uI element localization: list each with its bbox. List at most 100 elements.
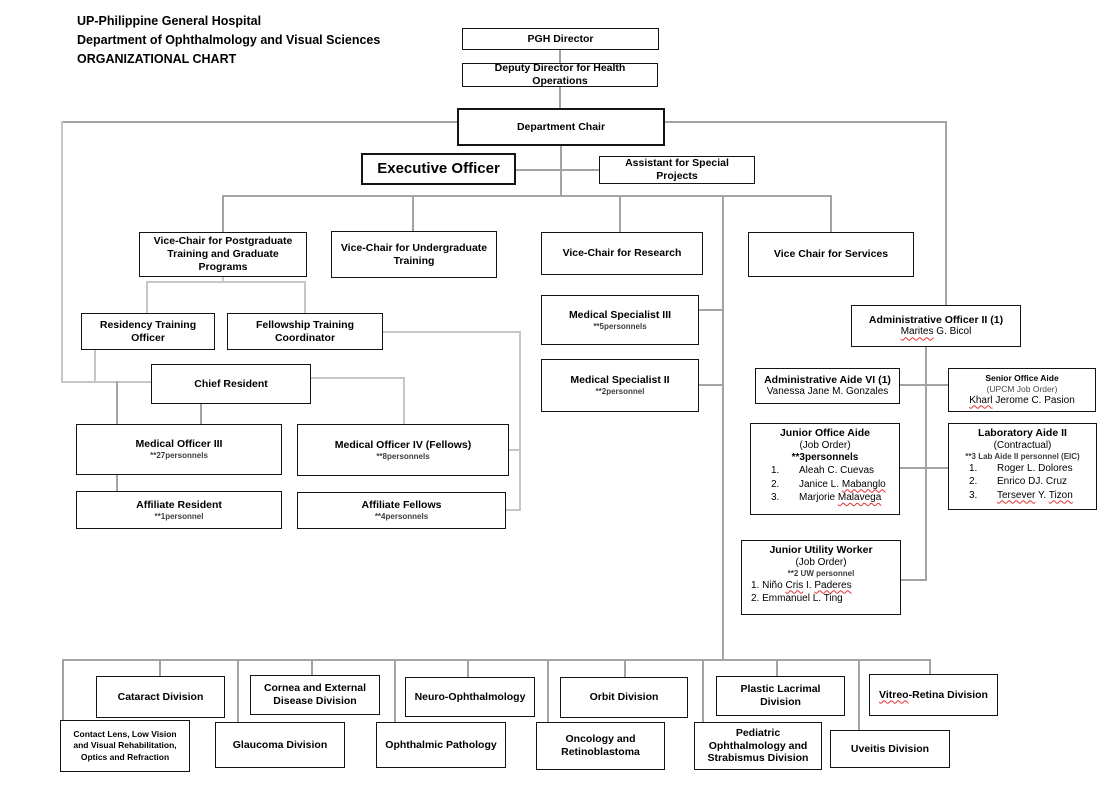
box-text-line: Cataract Division bbox=[117, 690, 204, 703]
box-text-line: Vanessa Jane M. Gonzales bbox=[766, 386, 889, 398]
box-text-line: Administrative Aide VI (1) bbox=[764, 373, 891, 386]
box-vc-undergrad: Vice-Chair for Undergraduate Training bbox=[331, 231, 497, 278]
connector-line bbox=[237, 659, 239, 723]
box-text-line: (UPCM Job Order) bbox=[986, 384, 1058, 395]
connector-line bbox=[61, 381, 152, 383]
box-text-line: Affiliate Fellows bbox=[361, 499, 442, 512]
connector-line bbox=[222, 277, 224, 283]
connector-line bbox=[403, 377, 405, 424]
box-uveitis-division: Uveitis Division bbox=[830, 730, 950, 768]
box-text-line: (Job Order) bbox=[795, 556, 847, 568]
box-text-line: **2personnel bbox=[595, 387, 645, 397]
connector-line bbox=[776, 659, 778, 677]
box-text-line: Assistant for Special Projects bbox=[625, 157, 729, 182]
box-text-line: 2. Emmanuel L. Ting bbox=[751, 593, 843, 605]
box-text-line: Senior Office Aide bbox=[985, 373, 1059, 384]
connector-line bbox=[900, 467, 948, 469]
box-text-line: **8personnels bbox=[376, 451, 430, 461]
connector-line bbox=[830, 195, 832, 232]
box-text-line: **2 UW personnel bbox=[787, 568, 855, 578]
box-text-line: **4personnels bbox=[374, 512, 429, 522]
chart-title: UP-Philippine General Hospital Departmen… bbox=[77, 12, 380, 68]
connector-line bbox=[222, 195, 224, 232]
box-text-line: Medical Specialist II bbox=[570, 374, 670, 387]
box-department-chair: Department Chair bbox=[457, 108, 665, 146]
box-text-line: **1personnel bbox=[154, 511, 204, 521]
box-residency-training-officer: Residency Training Officer bbox=[81, 313, 215, 350]
box-medical-specialist-iii: Medical Specialist III**5personnels bbox=[541, 295, 699, 345]
box-text-line: Cornea and External Disease Division bbox=[263, 682, 367, 707]
box-text-line: 2.Enrico DJ. Cruz bbox=[969, 476, 1068, 488]
box-text-line: Contact Lens, Low Vision and Visual Reha… bbox=[73, 729, 177, 762]
connector-line bbox=[61, 121, 457, 123]
box-text-line: 3.Tersever Y. Tizon bbox=[969, 489, 1073, 501]
connector-line bbox=[516, 169, 599, 171]
connector-line bbox=[383, 331, 521, 333]
box-text-line: PGH Director bbox=[527, 32, 594, 45]
box-text-line: Administrative Officer II (1) bbox=[868, 313, 1004, 326]
box-text-line: **27personnels bbox=[150, 451, 208, 461]
box-text-line: 1. Niño Cris I. Paderes bbox=[751, 579, 852, 591]
connector-line bbox=[159, 659, 161, 677]
box-text-line: (Job Order) bbox=[799, 439, 851, 451]
connector-line bbox=[900, 384, 948, 386]
connector-line bbox=[560, 146, 562, 196]
box-cataract-division: Cataract Division bbox=[96, 676, 225, 718]
box-affiliate-fellows: Affiliate Fellows**4personnels bbox=[297, 492, 506, 529]
box-text-line: Medical Officer IV (Fellows) bbox=[334, 438, 472, 451]
chart-title-line2: Department of Ophthalmology and Visual S… bbox=[77, 32, 381, 47]
box-laboratory-aide-ii: Laboratory Aide II(Contractual)**3 Lab A… bbox=[948, 423, 1097, 510]
connector-line bbox=[311, 377, 405, 379]
box-medical-officer-iv: Medical Officer IV (Fellows)**8personnel… bbox=[297, 424, 509, 476]
connector-line bbox=[311, 659, 313, 676]
box-text-line: Junior Office Aide bbox=[779, 427, 871, 439]
connector-line bbox=[945, 121, 947, 305]
chart-title-line1: UP-Philippine General Hospital bbox=[77, 14, 262, 28]
box-neuro-ophthalmology: Neuro-Ophthalmology bbox=[405, 677, 535, 717]
connector-line bbox=[509, 449, 521, 451]
box-text-line: Glaucoma Division bbox=[232, 738, 328, 751]
box-admin-officer-ii: Administrative Officer II (1)Marites G. … bbox=[851, 305, 1021, 347]
box-text-line: Laboratory Aide II bbox=[978, 427, 1067, 439]
box-oncology-retinoblastoma: Oncology and Retinoblastoma bbox=[536, 722, 665, 770]
box-junior-utility-worker: Junior Utility Worker(Job Order)**2 UW p… bbox=[741, 540, 901, 615]
box-text-line: Affiliate Resident bbox=[136, 498, 222, 511]
box-text-line: Chief Resident bbox=[194, 377, 268, 390]
connector-line bbox=[116, 475, 118, 491]
connector-line bbox=[412, 195, 414, 231]
box-text-line: **3personnels bbox=[791, 451, 859, 463]
box-text-line: Executive Officer bbox=[377, 159, 500, 177]
box-text-line: Vice-Chair for Research bbox=[562, 247, 682, 260]
box-text-line: Junior Utility Worker bbox=[769, 544, 873, 556]
box-executive-officer: Executive Officer bbox=[361, 153, 516, 185]
box-text-line: Vice-Chair for Undergraduate Training bbox=[340, 241, 488, 267]
box-affiliate-resident: Affiliate Resident**1personnel bbox=[76, 491, 282, 529]
box-text-line: 1.Roger L. Dolores bbox=[969, 462, 1073, 474]
box-fellowship-training-coordinator: Fellowship Training Coordinator bbox=[227, 313, 383, 350]
box-plastic-lacrimal-division: Plastic Lacrimal Division bbox=[716, 676, 845, 716]
box-medical-officer-iii: Medical Officer III**27personnels bbox=[76, 424, 282, 475]
box-text-line: Department Chair bbox=[516, 120, 606, 133]
box-pgh-director: PGH Director bbox=[462, 28, 659, 50]
box-text-line: Orbit Division bbox=[589, 691, 659, 704]
connector-line bbox=[665, 121, 947, 123]
connector-line bbox=[62, 659, 931, 661]
connector-line bbox=[702, 659, 704, 723]
connector-line bbox=[506, 509, 521, 511]
connector-line bbox=[547, 659, 549, 723]
box-vc-postgrad: Vice-Chair for Postgraduate Training and… bbox=[139, 232, 307, 277]
box-text-line: Vice Chair for Services bbox=[773, 248, 889, 261]
box-text-line: Uveitis Division bbox=[850, 742, 930, 755]
connector-line bbox=[116, 381, 118, 424]
box-text-line: 3.Marjorie Malavega bbox=[771, 492, 882, 504]
box-text-line: Medical Officer III bbox=[135, 438, 223, 451]
box-medical-specialist-ii: Medical Specialist II**2personnel bbox=[541, 359, 699, 412]
box-text-line: Ophthalmic Pathology bbox=[385, 738, 497, 751]
box-vc-research: Vice-Chair for Research bbox=[541, 232, 703, 275]
box-text-line: (Contractual) bbox=[993, 439, 1052, 451]
connector-line bbox=[925, 347, 927, 581]
connector-line bbox=[146, 281, 148, 313]
box-text-line: Neuro-Ophthalmology bbox=[414, 690, 526, 703]
box-text-line: Vice-Chair for Postgraduate Training and… bbox=[153, 235, 293, 273]
box-senior-office-aide: Senior Office Aide(UPCM Job Order)Kharl … bbox=[948, 368, 1096, 412]
